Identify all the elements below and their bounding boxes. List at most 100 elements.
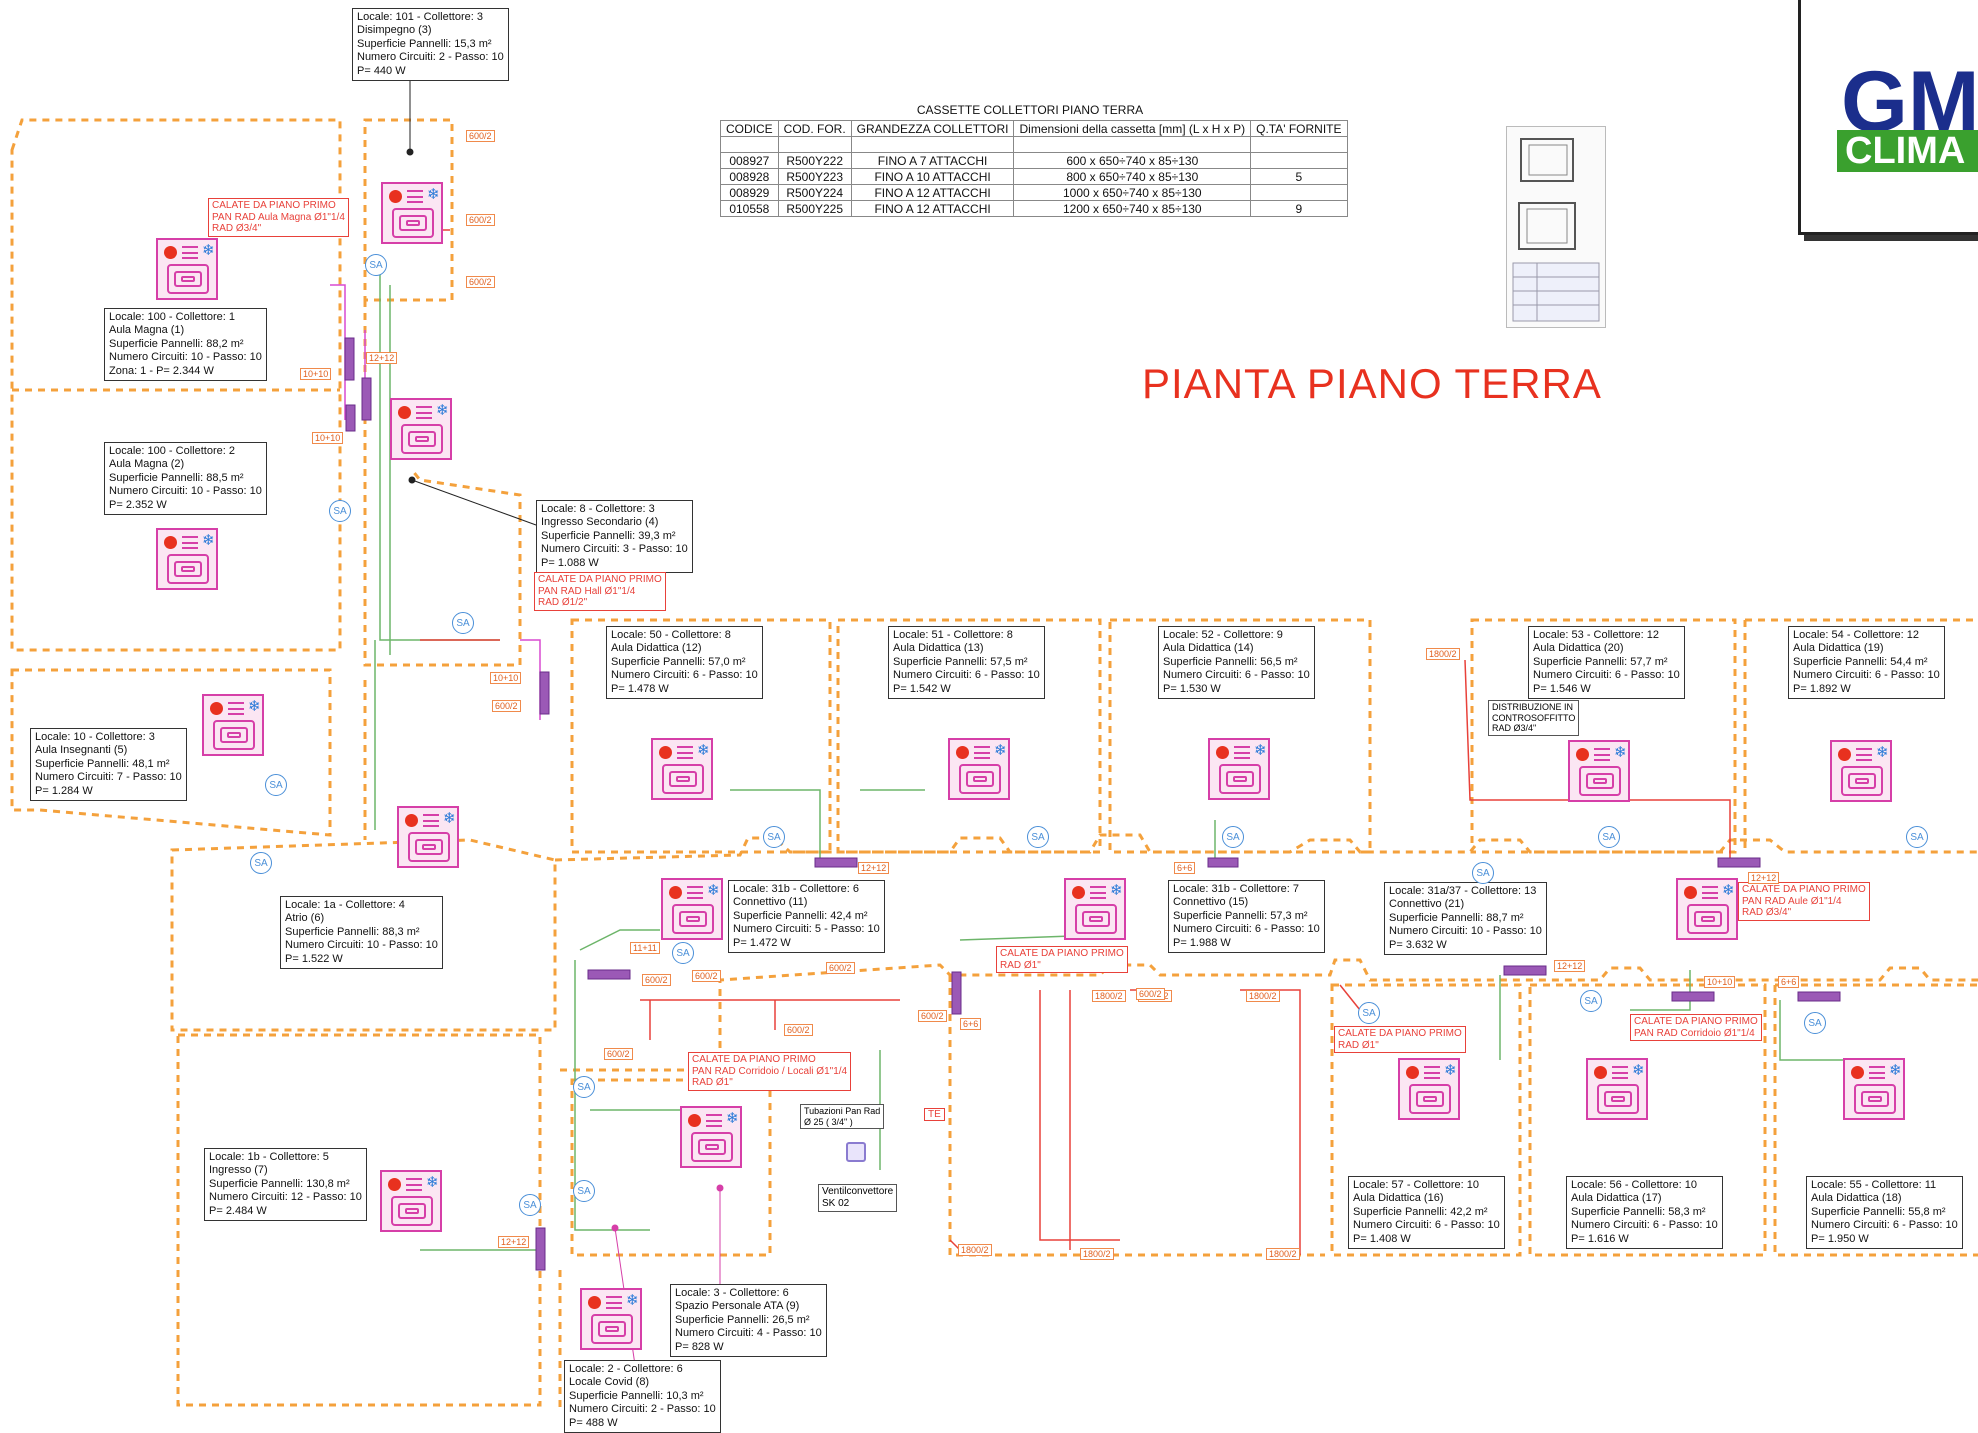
ventilconvettore-line: Ventilconvettore [822, 1186, 894, 1197]
radiant-panel-icon: ❄ [580, 1288, 642, 1350]
pipe-size-tag: 1800/2 [958, 1244, 992, 1256]
manifolds [344, 337, 1841, 1271]
sa-sensor-icon: SA [1027, 826, 1049, 848]
room-info-line: Numero Circuiti: 6 - Passo: 10 [1811, 1219, 1958, 1232]
room-info-aula-14: Locale: 52 - Collettore: 9 Aula Didattic… [1158, 626, 1315, 700]
sa-sensor-icon: SA [1598, 826, 1620, 848]
table-cell: 008928 [720, 168, 779, 185]
leader-dot-1 [406, 148, 414, 156]
manifold-line-3 [520, 639, 541, 720]
room-info-line: Numero Circuiti: 12 - Passo: 10 [209, 1191, 362, 1204]
room-info-line: Locale: 31b - Collettore: 7 [1173, 883, 1299, 895]
room-info-line: Numero Circuiti: 6 - Passo: 10 [893, 669, 1040, 682]
note-calate-rad-central: CALATE DA PIANO PRIMO RAD Ø1" [996, 946, 1128, 973]
tubazioni-line: Tubazioni Pan Rad [804, 1106, 881, 1116]
pipe-size-tag: 600/2 [1136, 988, 1165, 1000]
pipe-size-tag: 1800/2 [1092, 990, 1126, 1002]
manifold-lines [330, 284, 541, 720]
table-cell [1250, 152, 1348, 169]
room-info-line: Numero Circuiti: 7 - Passo: 10 [35, 771, 182, 784]
table-cell: 1000 x 650÷740 x 85÷130 [1013, 184, 1252, 201]
room-info-line: Aula Didattica (14) [1163, 642, 1254, 655]
room-outline-ingresso [176, 1033, 542, 1407]
room-info-line: Numero Circuiti: 6 - Passo: 10 [1571, 1219, 1718, 1232]
table-cell: R500Y223 [777, 168, 852, 185]
room-info-aula-magna-2: Locale: 100 - Collettore: 2 Aula Magna (… [104, 442, 267, 516]
room-info-line: Numero Circuiti: 2 - Passo: 10 [569, 1403, 716, 1416]
radiant-panel-icon: ❄ [651, 738, 713, 800]
cassette-table-header-row: CODICE COD. FOR. GRANDEZZA COLLETTORI Di… [720, 120, 1348, 137]
tubazioni-pan-rad-box: Tubazioni Pan Rad Ø 25 ( 3/4" ) [800, 1104, 885, 1129]
note-line: CALATE DA PIANO PRIMO [538, 574, 662, 585]
room-info-atrio: Locale: 1a - Collettore: 4 Atrio (6) Sup… [280, 896, 443, 970]
room-info-line: Locale: 8 - Collettore: 3 [541, 503, 655, 515]
pipe-rad-11 [1339, 984, 1361, 1011]
room-info-line: Numero Circuiti: 6 - Passo: 10 [611, 669, 758, 682]
room-info-line: Superficie Pannelli: 57,5 m² [893, 655, 1028, 668]
room-outline-aula-insegnanti [10, 668, 332, 837]
room-info-aula-12: Locale: 50 - Collettore: 8 Aula Didattic… [606, 626, 763, 700]
note-line: CALATE DA PIANO PRIMO [1000, 948, 1124, 959]
room-info-line: P= 1.950 W [1811, 1232, 1869, 1245]
table-cell: R500Y224 [777, 184, 852, 201]
table-cell: FINO A 12 ATTACCHI [850, 184, 1015, 201]
radiant-panel-icon: ❄ [381, 182, 443, 244]
room-info-line: Superficie Pannelli: 48,1 m² [35, 757, 170, 770]
room-info-line: Superficie Pannelli: 58,3 m² [1571, 1205, 1706, 1218]
radiant-panel-icon: ❄ [380, 1170, 442, 1232]
note-line: CALATE DA PIANO PRIMO [1338, 1028, 1462, 1039]
radiant-panel-icon: ❄ [1398, 1058, 1460, 1120]
room-info-line: Numero Circuiti: 5 - Passo: 10 [733, 923, 880, 936]
note-line: RAD Ø1" [692, 1077, 733, 1088]
pipe-size-tag: 600/2 [466, 214, 495, 226]
note-line: RAD Ø3/4" [212, 223, 262, 234]
room-info-line: Numero Circuiti: 4 - Passo: 10 [675, 1327, 822, 1340]
room-outline-aula-16 [1330, 983, 1522, 1257]
radiant-panel-icon: ❄ [680, 1106, 742, 1168]
sa-sensor-icon: SA [250, 852, 272, 874]
table-cell: R500Y225 [777, 200, 852, 217]
sa-sensor-icon: SA [1906, 826, 1928, 848]
radiant-panel-icon: ❄ [156, 528, 218, 590]
radiant-panel-icon: ❄ [397, 806, 459, 868]
manifold-8 [587, 969, 631, 980]
manifold-9 [951, 971, 962, 1015]
note-line: CALATE DA PIANO PRIMO [212, 200, 336, 211]
room-info-line: Locale: 101 - Collettore: 3 [357, 11, 483, 23]
note-line: PAN RAD Aula Magna Ø1"1/4 [212, 211, 345, 223]
pipe-rad-10 [1240, 989, 1301, 1255]
pipe-pan-rad-6 [579, 929, 660, 951]
room-info-line: P= 1.408 W [1353, 1232, 1411, 1245]
room-info-line: Aula Didattica (19) [1793, 642, 1884, 655]
room-info-line: Aula Didattica (13) [893, 642, 984, 655]
room-info-line: Connettivo (15) [1173, 896, 1249, 909]
room-info-line: Spazio Personale ATA (9) [675, 1300, 800, 1313]
radiant-panel-icon: ❄ [156, 238, 218, 300]
pipe-size-tag: 6+6 [960, 1018, 982, 1030]
pipe-size-tag: 1800/2 [1426, 648, 1460, 660]
fan-coil-icon [846, 1142, 866, 1162]
manifold-line-1 [330, 284, 346, 420]
radiant-panel-icon: ❄ [390, 398, 452, 460]
table-row [720, 136, 1348, 153]
manifold-7 [1717, 857, 1761, 868]
room-info-line: Locale Covid (8) [569, 1376, 650, 1389]
room-info-line: Numero Circuiti: 10 - Passo: 10 [1389, 925, 1542, 938]
cassette-thumbnail-image [1506, 126, 1606, 328]
pipe-size-tag: 600/2 [492, 700, 521, 712]
room-info-aula-19: Locale: 54 - Collettore: 12 Aula Didatti… [1788, 626, 1945, 700]
pipe-size-tag: 600/2 [604, 1048, 633, 1060]
room-info-line: Aula Magna (2) [109, 458, 185, 471]
manifold-5 [814, 857, 858, 868]
note-line: RAD Ø1" [1338, 1039, 1379, 1051]
room-info-line: Aula Magna (1) [109, 324, 185, 337]
table-cell [850, 136, 1015, 153]
room-info-line: Ingresso (7) [209, 1164, 268, 1177]
pipe-size-tag: 12+12 [366, 352, 398, 364]
pipe-pan-rad-7 [574, 960, 650, 1231]
room-info-line: Numero Circuiti: 10 - Passo: 10 [109, 351, 262, 364]
room-info-line: P= 2.484 W [209, 1204, 267, 1217]
room-info-spazio-ata: Locale: 3 - Collettore: 6 Spazio Persona… [670, 1284, 827, 1358]
note-line: PAN RAD Corridoio Ø1"1/4 [1634, 1027, 1755, 1039]
table-cell: 800 x 650÷740 x 85÷130 [1013, 168, 1252, 185]
